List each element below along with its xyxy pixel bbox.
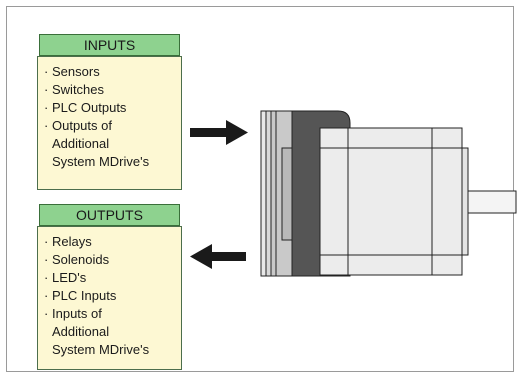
outputs-item: ·Relays bbox=[44, 234, 92, 249]
inputs-item: ·Switches bbox=[44, 82, 105, 97]
inputs-item: ·PLC Outputs bbox=[44, 100, 127, 115]
outputs-item-continued: Additional bbox=[52, 324, 110, 339]
inputs-item-continued: System MDrive's bbox=[52, 154, 150, 169]
outputs-item: ·LED's bbox=[44, 270, 87, 285]
inputs-item-continued: Additional bbox=[52, 136, 110, 151]
inputs-list-box: ·Sensors ·Switches ·PLC Outputs · Output… bbox=[37, 56, 182, 190]
outputs-list: ·Relays ·Solenoids ·LED's ·PLC Inputs · … bbox=[38, 227, 181, 359]
input-arrow-icon bbox=[190, 120, 248, 145]
outputs-item: ·PLC Inputs bbox=[44, 288, 117, 303]
diagram-frame bbox=[6, 6, 514, 372]
outputs-item: · Inputs of bbox=[44, 306, 102, 321]
inputs-item: · Outputs of bbox=[44, 118, 112, 133]
mdrive-motor-illustration bbox=[260, 110, 517, 277]
inputs-header: INPUTS bbox=[39, 34, 180, 56]
inputs-list: ·Sensors ·Switches ·PLC Outputs · Output… bbox=[38, 57, 181, 171]
outputs-item-continued: System MDrive's bbox=[52, 342, 150, 357]
outputs-item: ·Solenoids bbox=[44, 252, 110, 267]
outputs-list-box: ·Relays ·Solenoids ·LED's ·PLC Inputs · … bbox=[37, 226, 182, 370]
output-arrow-icon bbox=[190, 244, 246, 269]
outputs-header: OUTPUTS bbox=[39, 204, 180, 226]
inputs-item: ·Sensors bbox=[44, 64, 100, 79]
